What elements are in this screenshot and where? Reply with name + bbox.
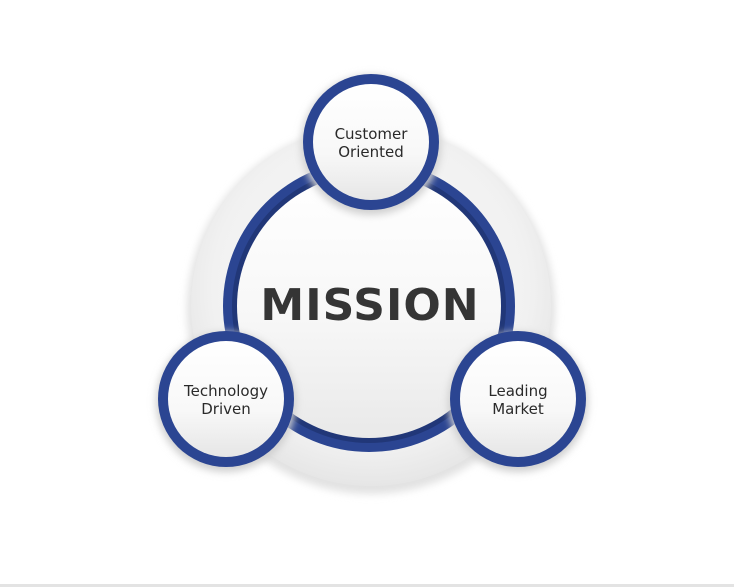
node-left-disc: [168, 341, 284, 457]
node-label-line: Customer: [334, 125, 408, 143]
center-title: MISSION: [260, 280, 480, 331]
node-label-technology-driven: Technology Driven: [164, 382, 288, 418]
node-right-disc: [460, 341, 576, 457]
node-top-disc: [313, 84, 429, 200]
node-label-line: Market: [492, 400, 544, 418]
node-label-customer-oriented: Customer Oriented: [311, 125, 431, 161]
bottom-divider: [0, 584, 734, 587]
node-label-line: Driven: [201, 400, 251, 418]
node-label-leading-market: Leading Market: [458, 382, 578, 418]
node-label-line: Technology: [183, 382, 269, 400]
center-disc: [237, 174, 501, 438]
node-label-line: Oriented: [338, 143, 404, 161]
node-label-line: Leading: [488, 382, 548, 400]
